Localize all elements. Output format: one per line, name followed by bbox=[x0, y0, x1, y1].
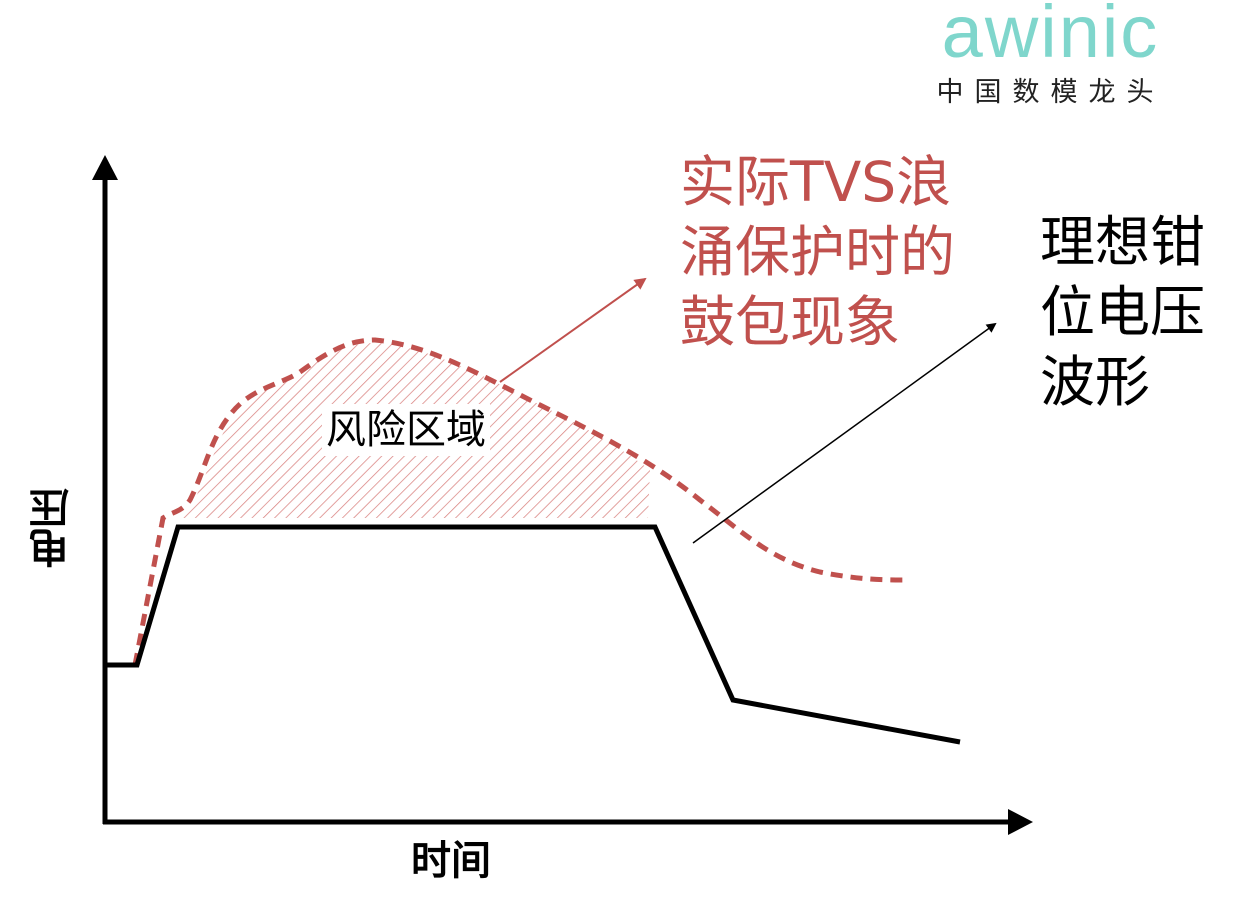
risk-zone-label: 风险区域 bbox=[322, 404, 490, 456]
x-axis-arrow-icon bbox=[1008, 809, 1033, 835]
x-axis-label: 时间 bbox=[411, 838, 491, 884]
ideal-clamp-waveform bbox=[105, 524, 961, 745]
logo-tagline: 中国数模龙头 bbox=[936, 77, 1165, 108]
y-axis-label: 电压 bbox=[30, 488, 76, 568]
ideal-waveform-label: 理想钳 位电压 波形 bbox=[1040, 210, 1206, 414]
actual-waveform-label: 实际TVS浪 涌保护时的 鼓包现象 bbox=[680, 150, 956, 354]
y-axis-arrow-icon bbox=[92, 155, 118, 180]
ideal-pointer-arrow bbox=[692, 322, 997, 544]
logo-wordmark: awinic bbox=[941, 0, 1160, 73]
awinic-logo: awinic 中国数模龙头 bbox=[928, 0, 1173, 109]
actual-pointer-arrow bbox=[499, 277, 647, 383]
